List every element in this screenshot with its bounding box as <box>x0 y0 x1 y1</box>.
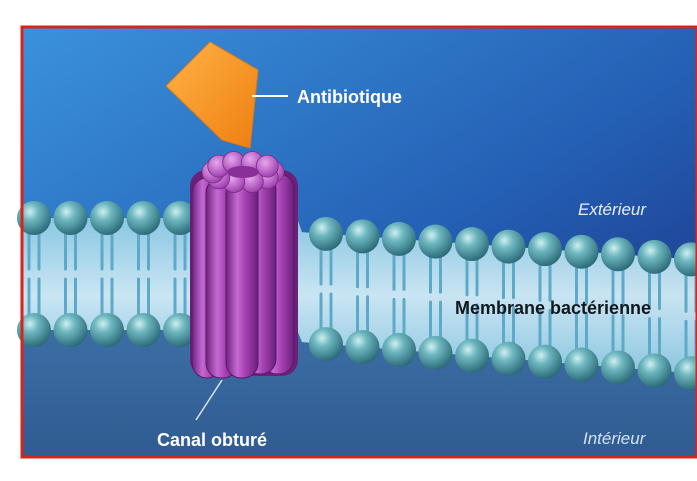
lipid-head-inner <box>455 339 489 373</box>
channel-subunit <box>226 178 258 378</box>
label-interior: Intérieur <box>583 429 647 448</box>
lipid-head-inner <box>565 348 599 382</box>
channel-pore <box>227 166 259 178</box>
label-channel: Canal obturé <box>157 430 267 450</box>
lipid-head-outer <box>638 240 672 274</box>
lipid-head-inner <box>601 350 635 384</box>
lipid-head-outer <box>127 201 161 235</box>
label-exterior: Extérieur <box>578 200 647 219</box>
lipid-head-outer <box>455 227 489 261</box>
lipid-head-outer <box>565 235 599 269</box>
lipid-head-inner <box>492 342 526 376</box>
closed-channel-protein <box>190 151 298 378</box>
label-antibiotic: Antibiotique <box>297 87 402 107</box>
lipid-head-outer <box>309 217 343 251</box>
lipid-head-outer <box>382 222 416 256</box>
lipid-head-inner <box>309 327 343 361</box>
lipid-head-inner <box>638 353 672 387</box>
lipid-head-inner <box>127 313 161 347</box>
lipid-head-outer <box>54 201 88 235</box>
lipid-head-inner <box>90 313 124 347</box>
lipid-head-inner <box>346 330 380 364</box>
lipid-head-outer <box>419 224 453 258</box>
lipid-head-inner <box>54 313 88 347</box>
lipid-head-outer <box>528 232 562 266</box>
lipid-head-outer <box>492 230 526 264</box>
lipid-head-inner <box>419 336 453 370</box>
lipid-head-outer <box>90 201 124 235</box>
lipid-head-outer <box>601 237 635 271</box>
channel-cap <box>256 155 278 177</box>
lipid-head-inner <box>382 333 416 367</box>
label-membrane: Membrane bactérienne <box>455 298 651 318</box>
lipid-head-inner <box>528 345 562 379</box>
lipid-head-outer <box>346 219 380 253</box>
